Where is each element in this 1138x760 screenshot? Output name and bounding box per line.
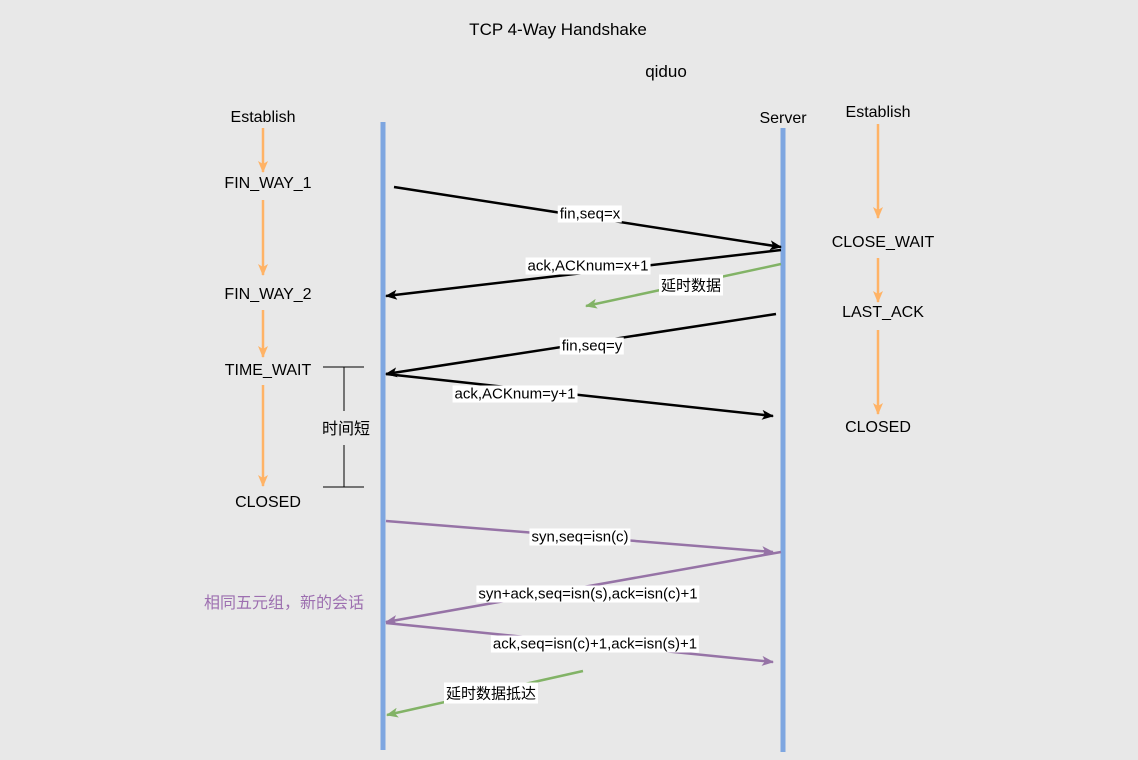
ack-y1-label: ack,ACKnum=y+1 — [452, 385, 578, 403]
ack-x1-label: ack,ACKnum=x+1 — [525, 257, 651, 275]
delayed-arrive-label: 延时数据抵达 — [443, 682, 539, 704]
server-state-close-wait: CLOSE_WAIT — [831, 234, 935, 251]
client-state-fin-wait-1: FIN_WAY_1 — [224, 175, 312, 192]
syn-ack-label: syn+ack,seq=isn(s),ack=isn(c)+1 — [476, 585, 700, 603]
server-state-closed: CLOSED — [845, 419, 911, 436]
ack-y1-arrow — [385, 372, 774, 420]
client-state-time-wait: TIME_WAIT — [224, 362, 312, 379]
client-state-fin-wait-2: FIN_WAY_2 — [224, 286, 312, 303]
diagram-title: TCP 4-Way Handshake — [469, 20, 647, 39]
server-label: Server — [759, 110, 807, 127]
server-state-last-ack: LAST_ACK — [842, 304, 924, 321]
ack-new-label: ack,seq=isn(c)+1,ack=isn(s)+1 — [490, 635, 700, 653]
fin-x-label: fin,seq=x — [557, 205, 623, 223]
same-tuple-note: 相同五元组，新的会话 — [203, 595, 365, 612]
time-short-label: 时间短 — [321, 421, 371, 438]
fin-y-label: fin,seq=y — [559, 337, 625, 355]
server-state-establish: Establish — [845, 104, 911, 121]
client-state-establish: Establish — [230, 109, 296, 126]
client-state-closed: CLOSED — [235, 494, 301, 511]
author-label: qiduo — [645, 62, 687, 81]
delayed-data-label: 延时数据 — [658, 274, 724, 296]
syn-label: syn,seq=isn(c) — [529, 528, 631, 546]
